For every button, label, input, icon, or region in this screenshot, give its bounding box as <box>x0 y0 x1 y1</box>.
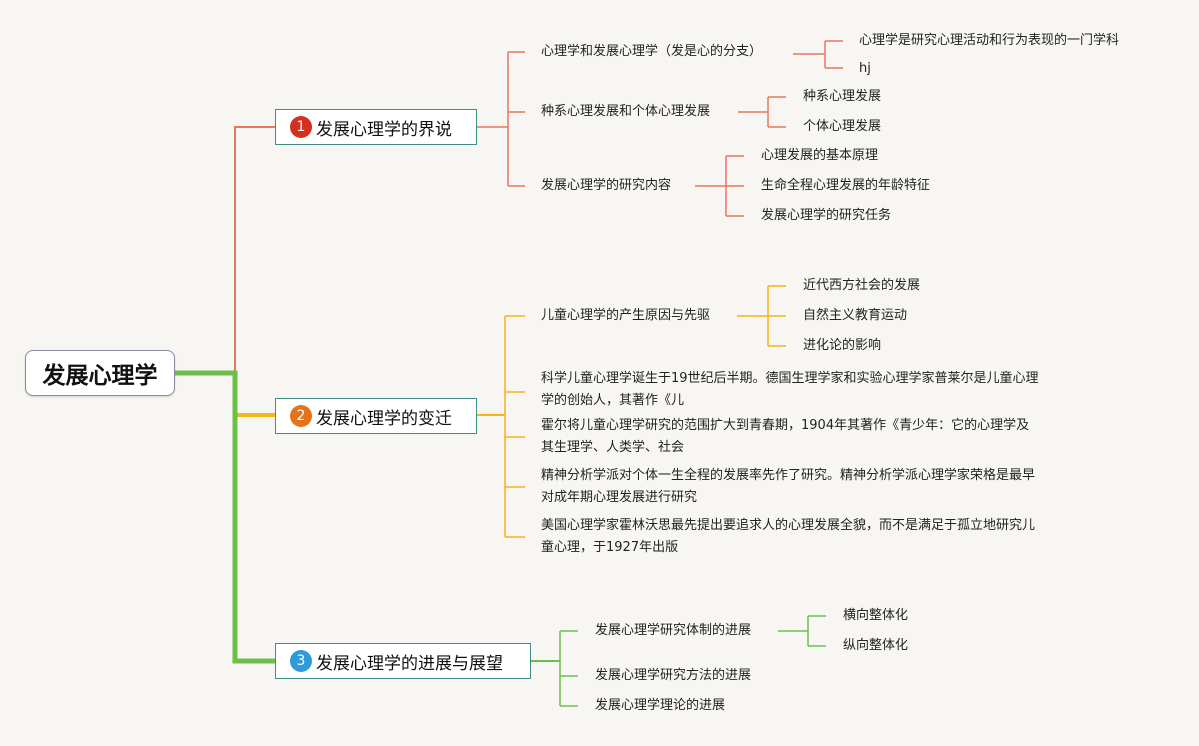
leaf-2-1-1[interactable]: 近代西方社会的发展 <box>803 278 921 293</box>
branch-3-topic[interactable]: 3 发展心理学的进展与展望 <box>275 643 531 679</box>
subtopic-1-3[interactable]: 发展心理学的研究内容 <box>541 178 672 193</box>
subtopic-2-2[interactable]: 科学儿童心理学诞生于19世纪后半期。德国生理学家和实验心理学家普莱尔是儿童心理学… <box>541 371 1039 408</box>
subtopic-3-2[interactable]: 发展心理学研究方法的进展 <box>595 668 752 683</box>
subtopic-3-3[interactable]: 发展心理学理论的进展 <box>595 698 726 713</box>
subtopic-2-1[interactable]: 儿童心理学的产生原因与先驱 <box>541 308 711 323</box>
branch-1-topic[interactable]: 1 发展心理学的界说 <box>275 109 477 145</box>
subtopic-2-5[interactable]: 美国心理学家霍林沃思最先提出要追求人的心理发展全貌，而不是满足于孤立地研究儿童心… <box>541 518 1036 555</box>
leaf-3-1-1[interactable]: 横向整体化 <box>843 608 909 623</box>
connector-root-to-branch-3 <box>175 370 275 664</box>
subtopic-1-2[interactable]: 种系心理发展和个体心理发展 <box>541 104 711 119</box>
leaf-1-3-2[interactable]: 生命全程心理发展的年龄特征 <box>761 178 931 193</box>
branch-2-topic[interactable]: 2 发展心理学的变迁 <box>275 398 477 434</box>
leaf-1-2-2[interactable]: 个体心理发展 <box>803 119 882 134</box>
subtopic-2-4[interactable]: 精神分析学派对个体一生全程的发展率先作了研究。精神分析学派心理学家荣格是最早对成… <box>541 468 1036 505</box>
connector-branch-1 <box>477 40 843 217</box>
subtopic-1-1[interactable]: 心理学和发展心理学（发是心的分支） <box>541 44 763 59</box>
leaf-1-1-2[interactable]: hj <box>859 61 871 76</box>
branch-2-label: 发展心理学的变迁 <box>316 408 452 429</box>
leaf-2-1-2[interactable]: 自然主义教育运动 <box>803 308 908 323</box>
branch-3-label: 发展心理学的进展与展望 <box>316 653 503 674</box>
number-badge-3-icon: 3 <box>290 650 312 672</box>
leaf-1-3-1[interactable]: 心理发展的基本原理 <box>761 148 879 163</box>
subtopic-2-3[interactable]: 霍尔将儿童心理学研究的范围扩大到青春期，1904年其著作《青少年：它的心理学及其… <box>541 418 1030 455</box>
connector-branch-3 <box>531 615 826 707</box>
connector-branch-2 <box>477 285 786 538</box>
leaf-1-2-1[interactable]: 种系心理发展 <box>803 89 882 104</box>
leaf-2-1-3[interactable]: 进化论的影响 <box>803 338 882 353</box>
leaf-1-1-1[interactable]: 心理学是研究心理活动和行为表现的一门学科 <box>859 33 1120 48</box>
leaf-1-3-3[interactable]: 发展心理学的研究任务 <box>761 208 892 223</box>
root-topic[interactable]: 发展心理学 <box>25 350 175 396</box>
connector-root-to-branch-1 <box>175 126 275 374</box>
branch-1-label: 发展心理学的界说 <box>316 119 452 140</box>
root-topic-label: 发展心理学 <box>42 363 158 389</box>
leaf-3-1-2[interactable]: 纵向整体化 <box>843 638 909 653</box>
number-badge-1-icon: 1 <box>290 116 312 138</box>
number-badge-2-icon: 2 <box>290 405 312 427</box>
subtopic-3-1[interactable]: 发展心理学研究体制的进展 <box>595 623 752 638</box>
